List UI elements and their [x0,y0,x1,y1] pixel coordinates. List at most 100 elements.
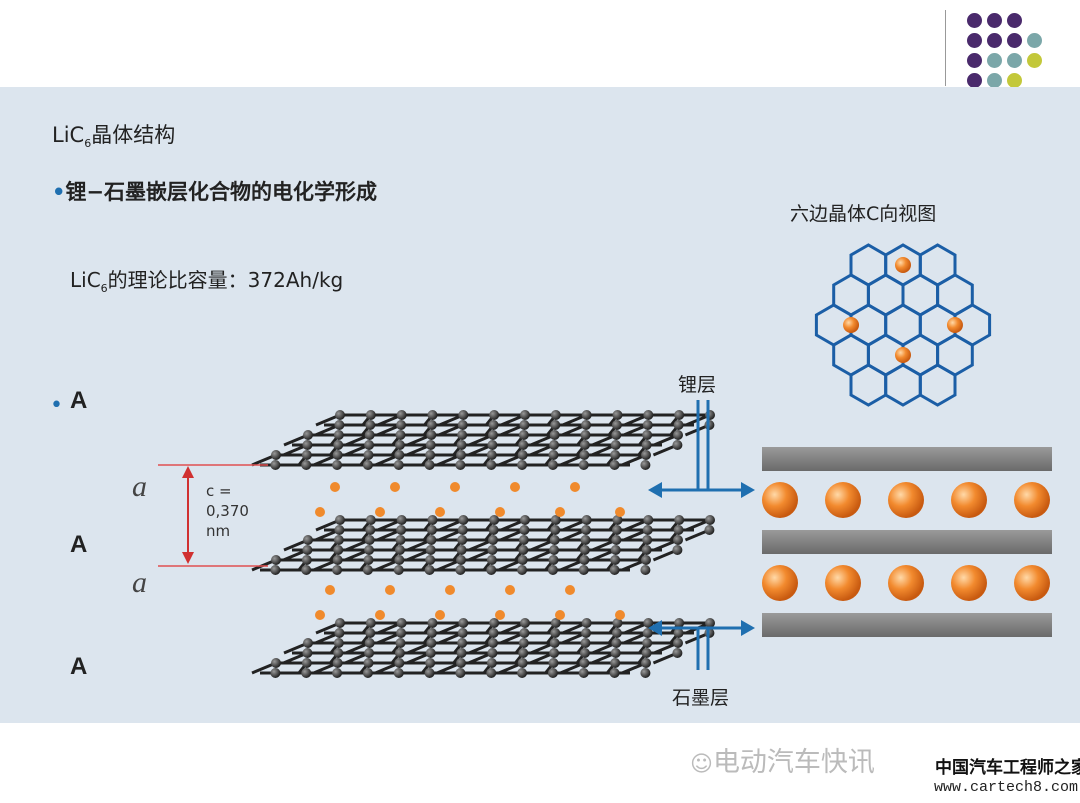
carbon-atom [705,515,715,525]
carbon-atom [458,618,469,628]
carbon-atom [456,648,467,658]
carbon-atom [271,555,281,565]
carbon-atom [548,450,559,460]
carbon-atom [612,410,623,420]
carbon-atom [609,460,620,470]
carbon-atom [395,638,406,648]
carbon-atom [457,430,468,440]
carbon-atom [549,535,560,545]
carbon-atom [363,555,374,565]
decorative-dot [1007,53,1022,68]
carbon-atom [333,440,344,450]
lithium-atom [445,585,455,595]
carbon-atom [426,420,437,430]
carbon-atom [396,420,407,430]
carbon-atom [612,618,623,628]
carbon-atom [610,450,621,460]
carbon-atom [643,410,654,420]
carbon-atom [549,430,560,440]
carbon-atom [364,648,375,658]
carbon-atom [518,535,529,545]
decorative-dot [1007,73,1022,88]
carbon-atom [334,420,345,430]
carbon-atom [365,525,376,535]
carbon-atom [362,565,373,575]
carbon-atom [332,460,343,470]
lithium-atom [615,610,625,620]
graphite-layer-bar [762,530,1052,554]
lithium-atom-hex [895,347,911,363]
carbon-atom [579,545,590,555]
carbon-atom [489,515,500,525]
carbon-atom [642,525,653,535]
carbon-atom [394,545,405,555]
carbon-atom [301,668,312,678]
carbon-atom [455,460,466,470]
carbon-atom [457,628,468,638]
carbon-atom [518,648,529,658]
layer-label-a2: A [70,531,88,558]
carbon-atom [332,555,343,565]
carbon-atom [302,545,313,555]
carbon-atom [302,440,313,450]
carbon-atom [424,460,435,470]
carbon-atom [641,658,651,668]
carbon-atom [363,658,374,668]
carbon-atom [488,430,498,440]
carbon-atom [609,565,620,575]
lithium-atom-hex [895,257,911,273]
carbon-atom [580,535,591,545]
carbon-atom [610,555,621,565]
wechat-icon: ☺ [690,752,713,777]
decorative-dot [1027,33,1042,48]
carbon-atom [427,618,438,628]
carbon-atom [457,535,468,545]
carbon-atom [674,410,685,420]
carbon-atom [486,565,497,575]
carbon-atom [333,535,344,545]
lithium-atom [570,482,580,492]
decorative-dot [987,73,1002,88]
site-name: 中国汽车工程师之家 [935,758,1080,778]
carbon-atom [486,555,497,565]
lithium-ion-sphere [1014,482,1050,518]
carbon-atom [335,410,345,420]
lithium-atom [315,507,325,517]
carbon-atom [611,638,622,648]
carbon-atom [550,628,561,638]
lithium-ion-sphere [951,565,987,601]
carbon-atom [486,460,497,470]
carbon-atom [334,628,345,638]
carbon-atom [393,668,404,678]
decorative-dot [987,13,1002,28]
lithium-ion-sphere [825,482,861,518]
carbon-atom [362,668,373,678]
carbon-atom [394,555,405,565]
carbon-atom [674,515,685,525]
lithium-ion-sphere [762,482,798,518]
carbon-atom [303,638,313,648]
carbon-atom [271,450,281,460]
carbon-atom [672,648,683,658]
carbon-atom [301,565,312,575]
carbon-atom [517,555,528,565]
carbon-atom [550,410,561,420]
slide-title: LiC6晶体结构 [52,123,176,151]
carbon-atom [517,450,528,460]
carbon-atom [581,618,592,628]
carbon-atom [578,668,589,678]
carbon-atom [333,430,344,440]
graphite-layer-bar [762,447,1052,471]
carbon-atom [394,450,405,460]
carbon-atom [673,420,684,430]
carbon-atom [365,420,376,430]
carbon-atom [519,525,530,535]
carbon-atom [640,565,651,575]
carbon-atom [332,658,343,668]
carbon-atom [641,555,651,565]
carbon-atom [609,668,620,678]
carbon-atom [425,658,436,668]
graphite-layer-bar [762,613,1052,637]
carbon-atom [365,410,376,420]
